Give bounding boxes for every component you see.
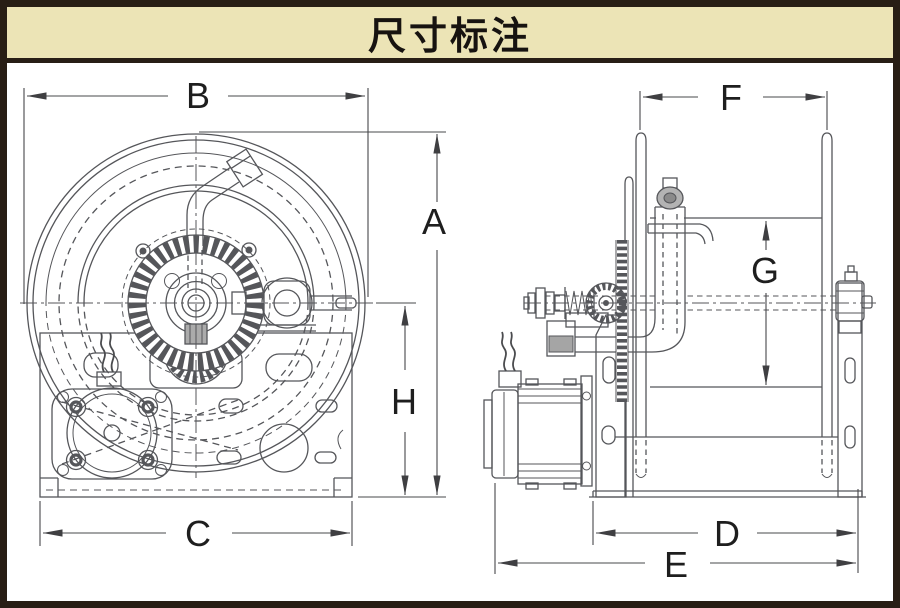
drum-flanges-side: [635, 132, 833, 478]
dimension-a: A: [422, 133, 446, 496]
dimension-f: F: [642, 77, 826, 118]
title-bar: 尺寸标注: [7, 7, 893, 63]
side-view: [483, 132, 876, 498]
front-view: [20, 133, 374, 498]
dimension-drawing: B A H C F: [20, 75, 876, 585]
dimension-label-c: C: [185, 513, 211, 554]
motor-side: [483, 331, 593, 490]
dimension-label-g: G: [751, 250, 779, 291]
flange-bolts: [135, 242, 257, 259]
dimension-annotations: B A H C F: [23, 75, 859, 585]
dimension-label-b: B: [186, 75, 210, 116]
outlet-pipe-front: [186, 148, 264, 288]
drive-chain: [615, 240, 629, 402]
riser-pipe-side: [575, 206, 714, 353]
base-frame-side: [589, 436, 866, 498]
drawing-area: B A H C F: [7, 63, 893, 601]
page-title: 尺寸标注: [367, 14, 532, 58]
dimension-e: E: [497, 544, 857, 585]
motor-front: [51, 332, 239, 480]
dimension-label-d: D: [714, 513, 740, 554]
hose-fitting: [656, 177, 684, 210]
dimension-label-h: H: [391, 381, 417, 422]
dimension-c: C: [42, 513, 351, 554]
dimension-g: G: [751, 220, 779, 386]
dimension-label-f: F: [720, 77, 742, 118]
dimension-d: D: [595, 513, 857, 554]
dimension-label-a: A: [422, 201, 446, 242]
dimension-h: H: [391, 305, 417, 496]
base-frame-front: [39, 332, 353, 498]
dimension-label-e: E: [664, 544, 688, 585]
right-upright-bearing: [835, 265, 873, 498]
inlet-port: [546, 320, 576, 357]
dimension-b: B: [26, 75, 366, 116]
